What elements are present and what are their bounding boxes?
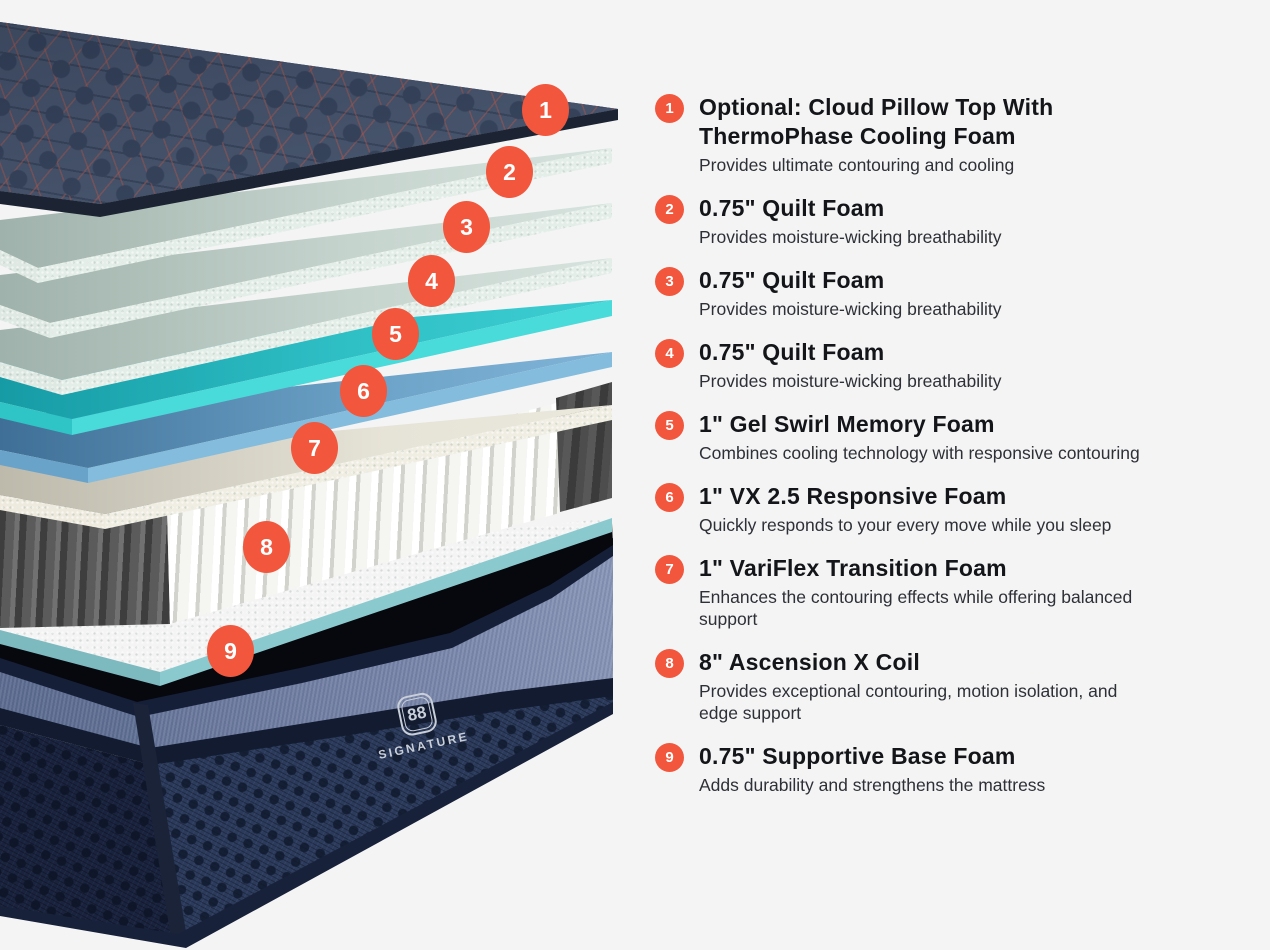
mattress-layer-illustration: 88 SIGNATURE [0, 0, 640, 950]
legend-item-2: 2 0.75" Quilt Foam Provides moisture-wic… [655, 194, 1255, 248]
layer-marker-6: 6 [340, 365, 387, 417]
layer-legend: 1 Optional: Cloud Pillow Top With Thermo… [655, 93, 1255, 814]
legend-number-badge-4: 4 [655, 339, 684, 368]
layer-description: Combines cooling technology with respons… [699, 443, 1140, 463]
layer-description: Provides moisture-wicking breathability [699, 299, 1002, 319]
legend-number-badge-2: 2 [655, 195, 684, 224]
legend-item-5: 5 1" Gel Swirl Memory Foam Combines cool… [655, 410, 1255, 464]
layer-title: 0.75" Quilt Foam [699, 195, 885, 221]
legend-number-badge-3: 3 [655, 267, 684, 296]
layer-description: Provides exceptional contouring, motion … [699, 681, 1118, 723]
legend-item-3: 3 0.75" Quilt Foam Provides moisture-wic… [655, 266, 1255, 320]
layer-title: 1" Gel Swirl Memory Foam [699, 411, 995, 437]
layer-description: Adds durability and strengthens the matt… [699, 775, 1046, 795]
layer-title: 0.75" Quilt Foam [699, 267, 885, 293]
layer-description: Provides moisture-wicking breathability [699, 371, 1002, 391]
legend-item-4: 4 0.75" Quilt Foam Provides moisture-wic… [655, 338, 1255, 392]
legend-number-badge-7: 7 [655, 555, 684, 584]
layer-title: 8" Ascension X Coil [699, 649, 920, 675]
layer-marker-1: 1 [522, 84, 569, 136]
layer-marker-2: 2 [486, 146, 533, 198]
layer-8-coils-end-wrap [556, 382, 612, 512]
legend-number-badge-1: 1 [655, 94, 684, 123]
layer-description: Enhances the contouring effects while of… [699, 587, 1133, 629]
legend-item-7: 7 1" VariFlex Transition Foam Enhances t… [655, 554, 1255, 630]
legend-item-9: 9 0.75" Supportive Base Foam Adds durabi… [655, 742, 1255, 796]
layer-description: Provides moisture-wicking breathability [699, 227, 1002, 247]
layer-marker-5: 5 [372, 308, 419, 360]
legend-number-badge-5: 5 [655, 411, 684, 440]
layer-title: 0.75" Supportive Base Foam [699, 743, 1016, 769]
legend-number-badge-6: 6 [655, 483, 684, 512]
layer-description: Quickly responds to your every move whil… [699, 515, 1112, 535]
layer-marker-4: 4 [408, 255, 455, 307]
legend-number-badge-9: 9 [655, 743, 684, 772]
layer-title: 1" VariFlex Transition Foam [699, 555, 1007, 581]
layer-description: Provides ultimate contouring and cooling [699, 155, 1015, 175]
legend-number-badge-8: 8 [655, 649, 684, 678]
layer-marker-3: 3 [443, 201, 490, 253]
legend-item-6: 6 1" VX 2.5 Responsive Foam Quickly resp… [655, 482, 1255, 536]
layer-marker-9: 9 [207, 625, 254, 677]
layer-title: 0.75" Quilt Foam [699, 339, 885, 365]
brand-emblem-88: 88 [395, 690, 439, 738]
layer-marker-8: 8 [243, 521, 290, 573]
layer-title: 1" VX 2.5 Responsive Foam [699, 483, 1007, 509]
layer-marker-7: 7 [291, 422, 338, 474]
legend-item-8: 8 8" Ascension X Coil Provides exception… [655, 648, 1255, 724]
legend-item-1: 1 Optional: Cloud Pillow Top With Thermo… [655, 93, 1255, 176]
layer-title: Optional: Cloud Pillow Top With ThermoPh… [699, 94, 1054, 149]
